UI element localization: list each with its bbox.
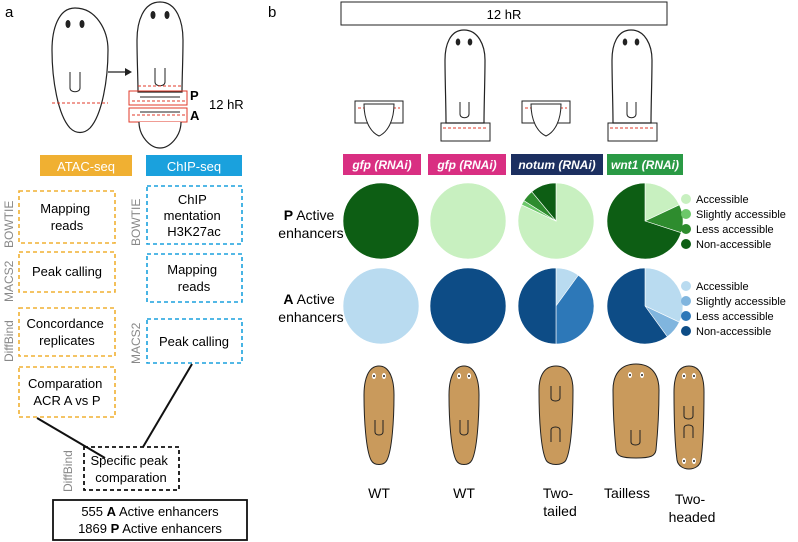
pie-slice bbox=[342, 182, 420, 260]
final-step-box bbox=[83, 446, 180, 491]
phenotype-label: WT bbox=[368, 485, 390, 501]
legend-item: Accessible bbox=[696, 281, 749, 293]
svg-text:wnt1 (RNAi): wnt1 (RNAi) bbox=[611, 158, 679, 172]
fragment-gfp-tail bbox=[354, 100, 404, 137]
phenotype-label: WT bbox=[453, 485, 475, 501]
chip-step-1: ChIP mentation H3K27ac bbox=[164, 192, 225, 239]
phenotype-label: Tailless bbox=[604, 485, 650, 501]
atac-step-box bbox=[18, 251, 116, 293]
atac-tool-macs2: MACS2 bbox=[2, 260, 16, 302]
time-header: 12 hR bbox=[487, 7, 522, 22]
atac-tool-bowtie: BOWTIE bbox=[2, 201, 16, 248]
result-p: 1869 P Active enhancers bbox=[78, 521, 222, 536]
fragment-notum-tail bbox=[521, 100, 571, 137]
chip-step-box bbox=[146, 253, 243, 303]
phenotype-label: Two- headed bbox=[669, 491, 716, 525]
cut-label-p: P bbox=[190, 88, 199, 103]
worm-wt bbox=[448, 365, 480, 465]
final-step-text: Specific peak comparation bbox=[91, 453, 172, 485]
atac-step-box bbox=[18, 366, 116, 418]
chip-header: ChIP-seq bbox=[167, 159, 221, 174]
connector-line bbox=[142, 363, 193, 448]
chip-step-box bbox=[146, 185, 243, 245]
pie-slice bbox=[644, 182, 680, 222]
pie-slice bbox=[342, 267, 420, 345]
svg-text:gfp (RNAi): gfp (RNAi) bbox=[436, 158, 496, 172]
atac-step-box bbox=[18, 307, 116, 357]
time-header-box bbox=[340, 1, 668, 26]
pie-slice bbox=[555, 274, 595, 345]
legend-p: Accessible Slightly accessible Less acce… bbox=[681, 194, 786, 251]
cut-arrow bbox=[108, 68, 132, 76]
pie-slice bbox=[606, 182, 682, 260]
worm-wt bbox=[363, 365, 395, 465]
atac-step-3: Concordance replicates bbox=[27, 316, 108, 348]
chip-step-3: Peak calling bbox=[159, 334, 229, 349]
rnai-label: gfp (RNAi) bbox=[428, 154, 506, 175]
atac-step-2: Peak calling bbox=[32, 264, 102, 279]
legend-item: Less accessible bbox=[696, 311, 774, 323]
fragment-gfp-head bbox=[440, 29, 491, 142]
legend-item: Non-accessible bbox=[696, 239, 771, 251]
pie-slice bbox=[606, 267, 668, 345]
phenotype-label: Two- tailed bbox=[543, 485, 577, 519]
svg-text:notum (RNAi): notum (RNAi) bbox=[518, 158, 595, 172]
atac-step-box bbox=[18, 190, 116, 244]
cut-time-label: 12 hR bbox=[209, 97, 244, 112]
final-tool-diffbind: DiffBind bbox=[61, 450, 75, 492]
atac-header-box bbox=[40, 155, 132, 176]
chip-header-box bbox=[146, 155, 242, 176]
atac-tool-diffbind: DiffBind bbox=[2, 320, 16, 362]
pie-slice bbox=[429, 267, 507, 345]
legend-a: Accessible Slightly accessible Less acce… bbox=[681, 281, 786, 338]
svg-text:gfp (RNAi): gfp (RNAi) bbox=[351, 158, 411, 172]
worm-tailless bbox=[612, 363, 660, 459]
legend-item: Slightly accessible bbox=[696, 209, 786, 221]
legend-item: Slightly accessible bbox=[696, 296, 786, 308]
chip-tool-macs2: MACS2 bbox=[129, 322, 143, 364]
legend-item: Non-accessible bbox=[696, 326, 771, 338]
legend-item: Less accessible bbox=[696, 224, 774, 236]
pie-charts bbox=[342, 182, 684, 345]
panel-a-label: a bbox=[5, 4, 14, 21]
rnai-label: gfp (RNAi) bbox=[343, 154, 421, 175]
worm-two-tailed bbox=[538, 365, 574, 465]
cut-worm bbox=[128, 1, 188, 149]
atac-step-1: Mapping reads bbox=[40, 201, 94, 233]
rnai-label: notum (RNAi) bbox=[511, 154, 603, 175]
row-label-p: P Active enhancers bbox=[278, 207, 343, 241]
atac-step-4: Comparation ACR A vs P bbox=[28, 376, 106, 408]
results-box bbox=[52, 499, 248, 541]
atac-header: ATAC-seq bbox=[57, 159, 115, 174]
pie-slice bbox=[517, 267, 557, 345]
pie-slice bbox=[531, 182, 557, 222]
row-label-a: A Active enhancers bbox=[278, 291, 343, 325]
chip-step-box bbox=[146, 318, 243, 364]
chip-step-2: Mapping reads bbox=[167, 262, 221, 294]
fragment-wnt1-head bbox=[607, 29, 658, 142]
cut-label-a: A bbox=[190, 108, 200, 123]
connector-line bbox=[36, 417, 106, 459]
panel-b-label: b bbox=[268, 4, 276, 21]
pie-slice bbox=[429, 182, 507, 260]
chip-tool-bowtie: BOWTIE bbox=[129, 199, 143, 246]
result-a: 555 A Active enhancers bbox=[81, 504, 219, 519]
rnai-label: wnt1 (RNAi) bbox=[607, 154, 683, 175]
intact-worm bbox=[51, 7, 109, 134]
worm-two-headed bbox=[673, 365, 705, 470]
legend-item: Accessible bbox=[696, 194, 749, 206]
